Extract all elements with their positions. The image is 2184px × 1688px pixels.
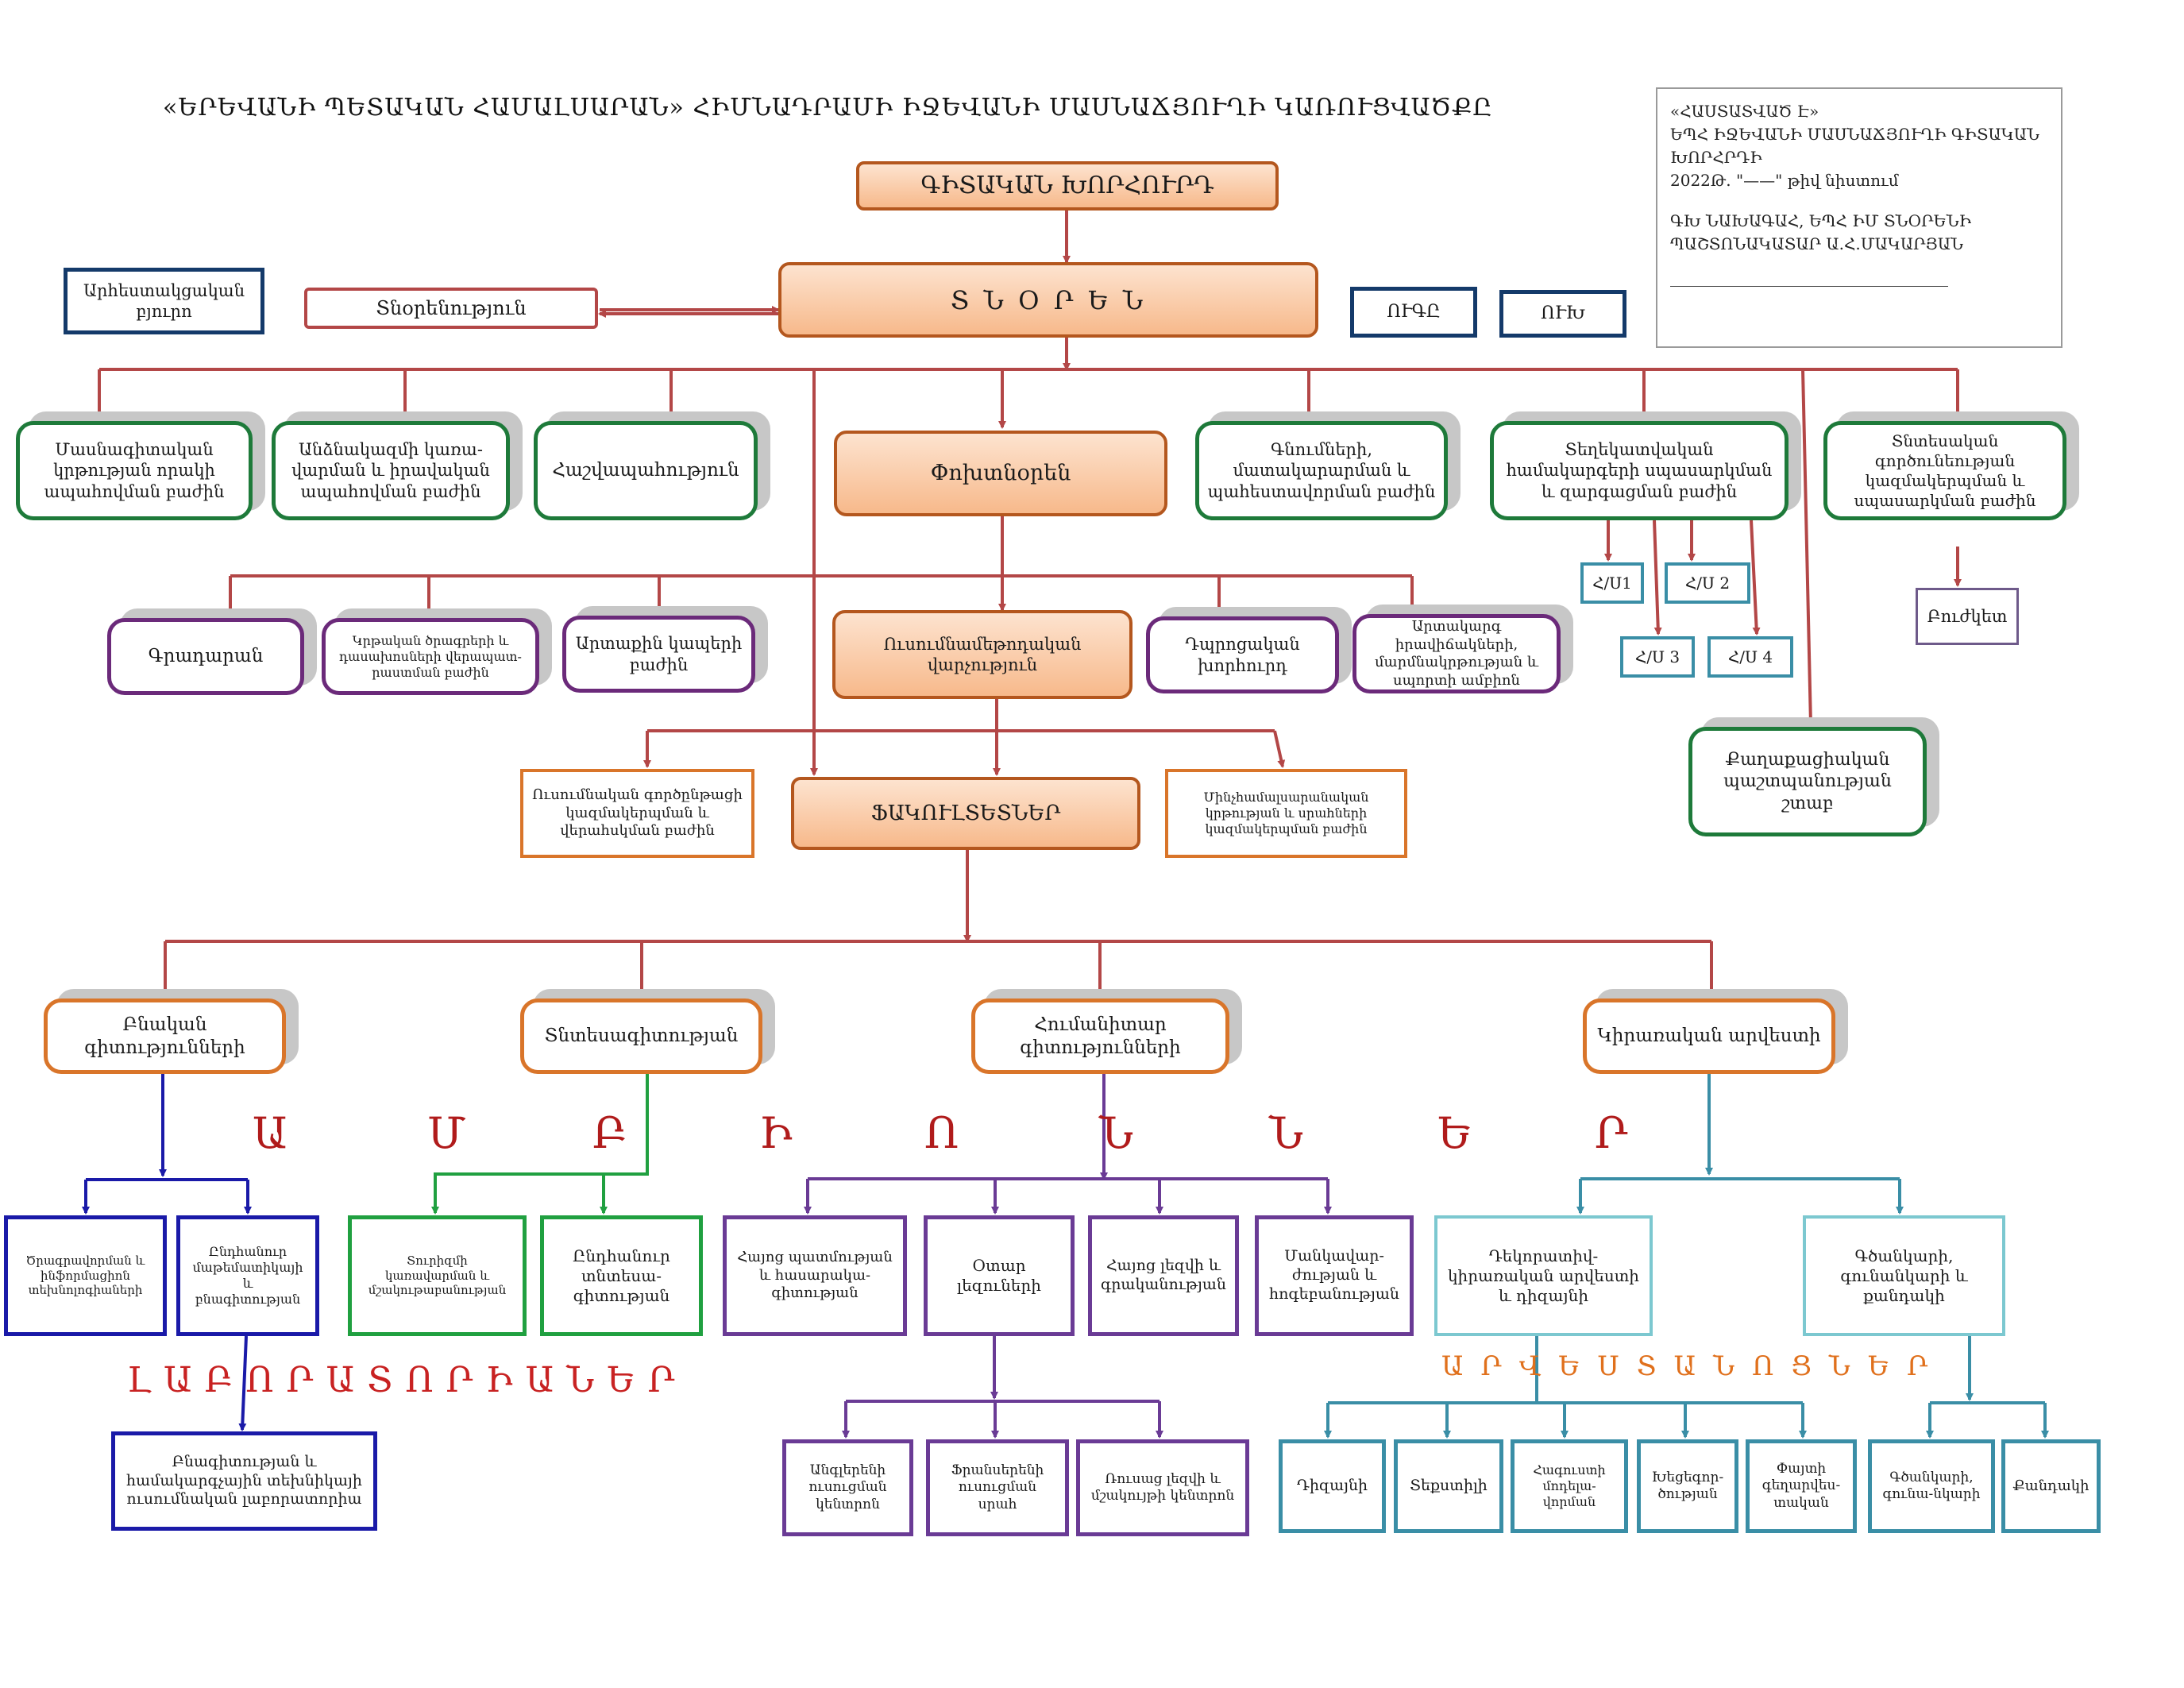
usgk-box: ՈՒԳԸ: [1350, 287, 1477, 338]
chair-pedagogy: Մանկավար-ժության և հոգեբանության: [1255, 1215, 1414, 1336]
hall-4-box: Հ/Ս 4: [1707, 636, 1793, 678]
departments-letter: Ն: [1099, 1108, 1133, 1158]
workshop-ceramics: Խեցեգոր-ծության: [1637, 1439, 1738, 1533]
learning-process-dept-box: Ուսումնական գործընթացի կազմակերպման և վե…: [520, 769, 754, 858]
approval-line: ԳԽ ՆԱԽԱԳԱՀ, ԵՊՀ ԻՄ ՏՆՕՐԵՆԻ: [1670, 211, 1972, 230]
departments-letter: Բ: [592, 1108, 627, 1158]
workshop-design: Դիզայնի: [1279, 1439, 1386, 1533]
it-dept-box: Տեղեկատվական համակարգերի սպասարկման և զա…: [1490, 421, 1788, 520]
chair-decorative-arts: Դեկորատիվ-կիրառական արվեստի և դիզայնի: [1434, 1215, 1653, 1336]
chair-armenian-history: Հայոց պատմության և հասարակա-գիտության: [723, 1215, 907, 1336]
accounting-box: Հաշվապահություն: [534, 421, 758, 520]
hall-3-box: Հ/Ս 3: [1620, 636, 1695, 678]
qualification-dept-box: Կրթական ծրագրերի և դասախոսների վերապատ-ր…: [322, 618, 539, 695]
faculty-economics: Տնտեսագիտության: [520, 999, 762, 1074]
preuniversity-dept-box: Մինչհամալսարանական կրթության և սրահների …: [1165, 769, 1407, 858]
hall-1-box: Հ/Ս1: [1580, 562, 1644, 604]
econ-dept-box: Տնտեսական գործունեության կազմակերպման և …: [1823, 421, 2066, 520]
approval-line: 2022Թ. "——" թիվ նիստում: [1670, 171, 1899, 190]
approval-line: ԵՊՀ ԻՋԵՎԱՆԻ ՄԱՍՆԱՃՅՈՒՂԻ ԳԻՏԱԿԱՆ: [1670, 125, 2039, 144]
deputy-director-box: Փոխտնօրեն: [834, 431, 1167, 516]
teaching-management-box: Ուսումնամեթոդական վարչություն: [832, 610, 1133, 699]
signature-line: [1670, 286, 1948, 287]
director-box: Տ Ն Օ Ր Ե Ն: [778, 262, 1318, 338]
workshop-woodcraft: Փայտի գեղարվես-տական: [1746, 1439, 1857, 1533]
workshops-label: ԱՐՎԵՍՏԱՆՈՑՆԵՐ: [1441, 1350, 1946, 1382]
chair-armenian-language: Հայոց լեզվի և գրականության: [1088, 1215, 1239, 1336]
procurement-dept-box: Գնումների, մատակարարման և պահեստավորման …: [1195, 421, 1448, 520]
russian-center-box: Ռուսաց լեզվի և մշակույթի կենտրոն: [1076, 1439, 1249, 1536]
french-hall-box: Ֆրանսերենի ուսուցման սրահ: [926, 1439, 1069, 1536]
chair-general-economics: Ընդհանուր տնտեսա-գիտության: [540, 1215, 703, 1336]
departments-letter: Ի: [759, 1108, 793, 1158]
chair-tourism: Տուրիզմի կառավարման և մշակութաբանության: [348, 1215, 527, 1336]
faculty-applied-arts: Կիրառական արվեստի: [1583, 999, 1835, 1074]
workshop-fashion: Հագուստի մոդելա-վորման: [1511, 1439, 1628, 1533]
connector-line: [1750, 520, 1761, 635]
quality-dept-box: Մասնագիտական կրթության որակի ապահովման բ…: [16, 421, 253, 520]
hr-legal-dept-box: Անձնակազմի կառա-վարման և իրավական ապահով…: [272, 421, 510, 520]
civil-defense-box: Քաղաքացիական պաշտպանության շտաբ: [1688, 727, 1927, 836]
library-box: Գրադարան: [107, 618, 304, 695]
faculty-natural-sciences: Բնական գիտությունների: [44, 999, 286, 1074]
ukh-box: ՈՒԽ: [1499, 290, 1626, 338]
workshop-drawing: Գծանկարի, գունա-նկարի: [1868, 1439, 1995, 1533]
faculties-box: ՖԱԿՈՒԼՏԵՏՆԵՐ: [791, 777, 1140, 850]
workshop-textile: Տեքստիլի: [1394, 1439, 1503, 1533]
approval-line: ԽՈՐՀՐԴԻ: [1670, 148, 1762, 167]
departments-letter: Ո: [924, 1108, 959, 1158]
approval-line: ՊԱՇՏՈՆԱԿԱՏԱՐ Ա.Հ.ՄԱԿԱՐՅԱՆ: [1670, 234, 1963, 253]
workshop-sculpture: Քանդակի: [2001, 1439, 2101, 1533]
departments-letter: Ր: [1595, 1108, 1628, 1158]
departments-letter: Ա: [253, 1108, 287, 1158]
approval-line: «ՀԱՍՏԱՏՎԱԾ Է»: [1670, 102, 1819, 121]
natural-sciences-lab-box: Բնագիտության և համակարգչային տեխնիկայի ո…: [111, 1431, 377, 1531]
chair-painting: Գծանկարի, գունանկարի և քանդակի: [1803, 1215, 2005, 1336]
connector-line: [1273, 730, 1286, 768]
departments-letter: Ն: [1269, 1108, 1303, 1158]
departments-letter: Մ: [427, 1108, 466, 1158]
chair-general-math: Ընդհանուր մաթեմատիկայի և բնագիտության: [176, 1215, 319, 1336]
directorate-box: Տնօրենություն: [304, 288, 598, 329]
bureau-box: Արհեստակցական բյուրո: [64, 268, 264, 334]
chair-foreign-languages: Օտար լեզուների: [924, 1215, 1075, 1336]
external-relations-box: Արտաքին կապերի բաժին: [562, 616, 755, 693]
faculty-humanities: Հումանիտար գիտությունների: [971, 999, 1229, 1074]
laboratories-label: ԼԱԲՈՐԱՏՈՐԻԱՆԵՐ: [127, 1360, 688, 1400]
medical-point-box: Բուժկետ: [1916, 588, 2019, 645]
connector-line: [1653, 520, 1662, 635]
approval-block: «ՀԱՍՏԱՏՎԱԾ Է» ԵՊՀ ԻՋԵՎԱՆԻ ՄԱՍՆԱՃՅՈՒՂԻ ԳԻ…: [1656, 87, 2062, 348]
student-council-box: Դպրոցական խորհուրդ: [1146, 616, 1339, 693]
extracurricular-box: Արտակարգ իրավիճակների, մարմնակրթության և…: [1352, 614, 1561, 693]
page-title: «ԵՐԵՎԱՆԻ ՊԵՏԱԿԱՆ ՀԱՄԱԼՍԱՐԱՆ» ՀԻՄՆԱԴՐԱՄԻ …: [163, 94, 1493, 122]
bus-to-civil-defense: [1801, 369, 1815, 726]
scientific-council-box: ԳԻՏԱԿԱՆ ԽՈՐՀՈՒՐԴ: [856, 161, 1279, 211]
chair-informatics: Ծրագրավորման և ինֆորմացիոն տեխնոլոգիաներ…: [4, 1215, 167, 1336]
hall-2-box: Հ/Ս 2: [1665, 562, 1750, 604]
english-center-box: Անգլերենի ուսուցման կենտրոն: [782, 1439, 913, 1536]
departments-letter: Ե: [1437, 1108, 1472, 1158]
